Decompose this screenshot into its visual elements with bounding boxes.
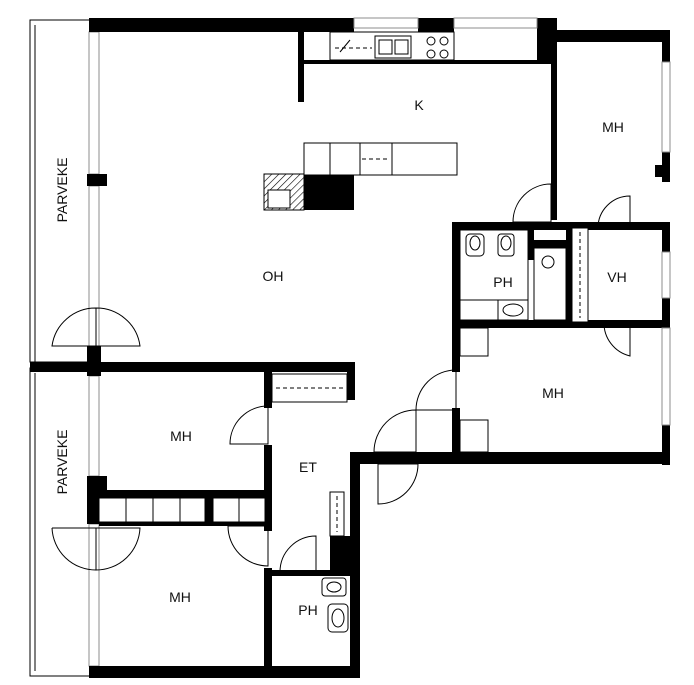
room-label-walk-in-closet: VH xyxy=(607,269,626,285)
walls xyxy=(30,18,670,678)
kitchen-island xyxy=(263,142,458,211)
balcony-bottom xyxy=(29,367,90,677)
room-label-living-room: OH xyxy=(263,268,284,284)
kitchen-counter xyxy=(329,31,455,61)
room-label-bedroom-top-right: MH xyxy=(602,119,624,135)
room-label-bathroom-right: PH xyxy=(493,274,512,290)
room-label-bedroom-left-upper: MH xyxy=(170,428,192,444)
room-label-kitchen: K xyxy=(414,97,424,113)
room-label-balcony-top: PARVEKE xyxy=(54,158,70,223)
wardrobes-left xyxy=(98,497,266,523)
bathroom-right-fixtures xyxy=(459,229,567,321)
top-windows xyxy=(353,17,671,426)
room-label-hallway: ET xyxy=(299,459,317,475)
room-label-bedroom-right: MH xyxy=(542,385,564,401)
room-label-bedroom-left-lower: MH xyxy=(169,589,191,605)
bathroom-lower-fixtures xyxy=(321,577,349,633)
room-label-bathroom-lower: PH xyxy=(298,602,317,618)
doors xyxy=(51,183,631,573)
room-label-balcony-bottom: PARVEKE xyxy=(54,430,70,495)
walk-in-closet-fixtures xyxy=(571,227,589,323)
